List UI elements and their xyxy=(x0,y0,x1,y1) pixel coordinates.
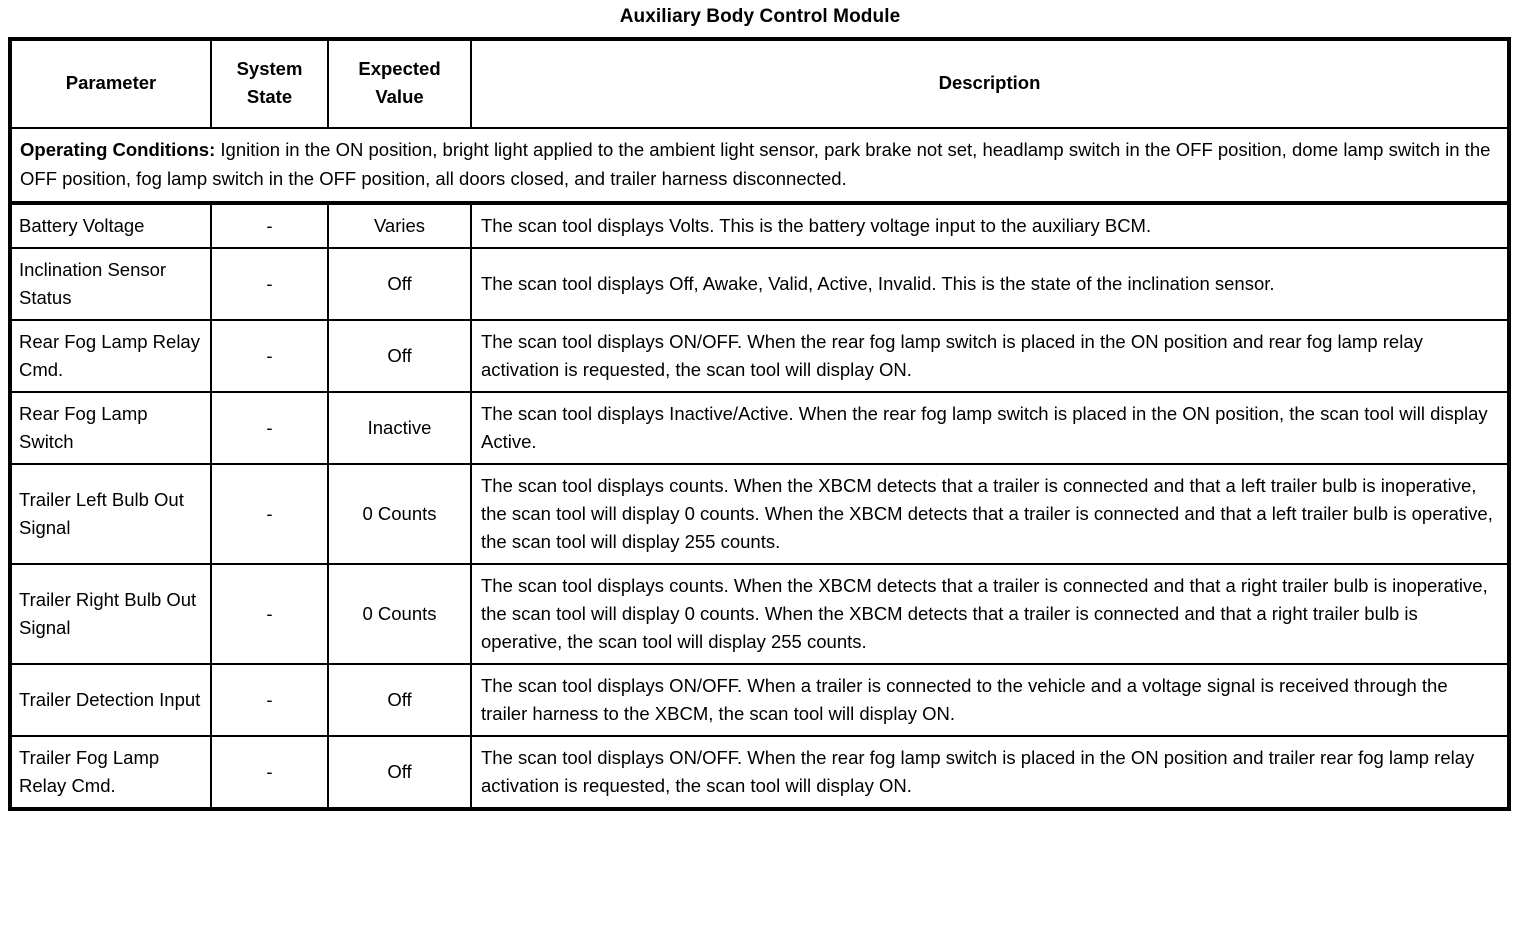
cell-description: The scan tool displays Volts. This is th… xyxy=(470,202,1510,249)
cell-description: The scan tool displays ON/OFF. When the … xyxy=(470,319,1510,393)
cell-system-state: - xyxy=(210,463,329,565)
table-header-row: Parameter System State Expected Value De… xyxy=(9,38,1510,129)
spec-table-container: Parameter System State Expected Value De… xyxy=(8,37,1511,811)
cell-description: The scan tool displays ON/OFF. When the … xyxy=(470,735,1510,810)
column-header-expected-value: Expected Value xyxy=(327,38,472,129)
table-body: Operating Conditions: Ignition in the ON… xyxy=(9,127,1510,810)
cell-expected-value: Off xyxy=(327,735,472,810)
cell-parameter: Trailer Detection Input xyxy=(9,663,212,737)
column-header-system-state: System State xyxy=(210,38,329,129)
cell-expected-value: Inactive xyxy=(327,391,472,465)
column-header-expected-value-line1: Expected xyxy=(358,58,441,79)
cell-system-state: - xyxy=(210,319,329,393)
cell-description: The scan tool displays counts. When the … xyxy=(470,463,1510,565)
cell-description: The scan tool displays Off, Awake, Valid… xyxy=(470,247,1510,321)
cell-parameter: Inclination Sensor Status xyxy=(9,247,212,321)
cell-system-state: - xyxy=(210,391,329,465)
operating-conditions-label: Operating Conditions: xyxy=(20,139,216,160)
cell-parameter: Battery Voltage xyxy=(9,202,212,249)
cell-expected-value: Off xyxy=(327,247,472,321)
cell-expected-value: 0 Counts xyxy=(327,463,472,565)
cell-system-state: - xyxy=(210,735,329,810)
column-header-system-state-line1: System xyxy=(236,58,303,79)
cell-parameter: Trailer Left Bulb Out Signal xyxy=(9,463,212,565)
operating-conditions-row: Operating Conditions: Ignition in the ON… xyxy=(9,127,1510,205)
cell-parameter: Rear Fog Lamp Relay Cmd. xyxy=(9,319,212,393)
column-header-description: Description xyxy=(470,38,1510,129)
cell-expected-value: Off xyxy=(327,319,472,393)
cell-system-state: - xyxy=(210,247,329,321)
operating-conditions-cell: Operating Conditions: Ignition in the ON… xyxy=(9,127,1510,205)
cell-parameter: Trailer Right Bulb Out Signal xyxy=(9,563,212,665)
cell-description: The scan tool displays Inactive/Active. … xyxy=(470,391,1510,465)
cell-expected-value: Varies xyxy=(327,202,472,249)
cell-system-state: - xyxy=(210,563,329,665)
column-header-parameter: Parameter xyxy=(9,38,212,129)
cell-description: The scan tool displays ON/OFF. When a tr… xyxy=(470,663,1510,737)
parameter-spec-table: Parameter System State Expected Value De… xyxy=(8,37,1511,811)
column-header-system-state-line2: State xyxy=(246,86,293,107)
cell-system-state: - xyxy=(210,663,329,737)
table-header: Parameter System State Expected Value De… xyxy=(9,38,1510,129)
column-header-expected-value-line2: Value xyxy=(375,86,424,107)
cell-system-state: - xyxy=(210,202,329,249)
cell-parameter: Trailer Fog Lamp Relay Cmd. xyxy=(9,735,212,810)
cell-description: The scan tool displays counts. When the … xyxy=(470,563,1510,665)
cell-expected-value: Off xyxy=(327,663,472,737)
cell-parameter: Rear Fog Lamp Switch xyxy=(9,391,212,465)
cell-expected-value: 0 Counts xyxy=(327,563,472,665)
operating-conditions-text: Ignition in the ON position, bright ligh… xyxy=(20,139,1491,189)
page-title: Auxiliary Body Control Module xyxy=(619,6,901,27)
